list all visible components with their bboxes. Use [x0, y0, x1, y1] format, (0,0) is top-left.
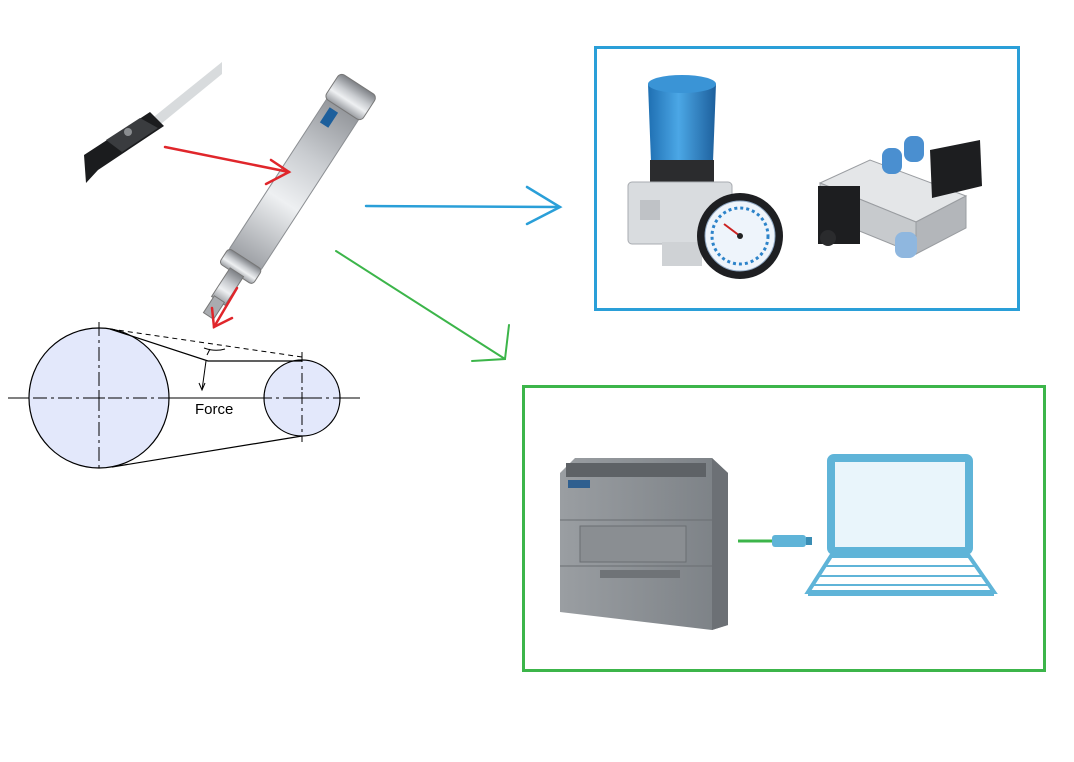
solenoid-valve [818, 136, 982, 258]
plc-controller [560, 458, 728, 630]
pneumatic-cylinder [202, 73, 376, 320]
regulator-icon [627, 75, 783, 279]
usb-icon [772, 535, 812, 547]
plc-icon [560, 458, 728, 630]
proximity-sensor [84, 45, 222, 185]
force-label: Force [195, 401, 234, 418]
laptop-icon [804, 454, 998, 596]
pneumatic-components-group [594, 46, 1020, 311]
usb-cable [738, 535, 812, 547]
laptop [804, 454, 998, 596]
cylinder-to-pulley-arrow [210, 286, 239, 329]
cylinder-to-pneumatics-arrow [364, 185, 563, 226]
cylinder-to-control-arrow [335, 250, 510, 362]
valve-icon [818, 136, 982, 258]
belt-pulley-system [8, 322, 360, 472]
cylinder-icon [202, 73, 376, 320]
sensor-to-cylinder-arrow [163, 145, 292, 186]
pressure-regulator [627, 75, 783, 279]
sensor-icon [84, 112, 164, 183]
control-components-group [522, 385, 1046, 672]
